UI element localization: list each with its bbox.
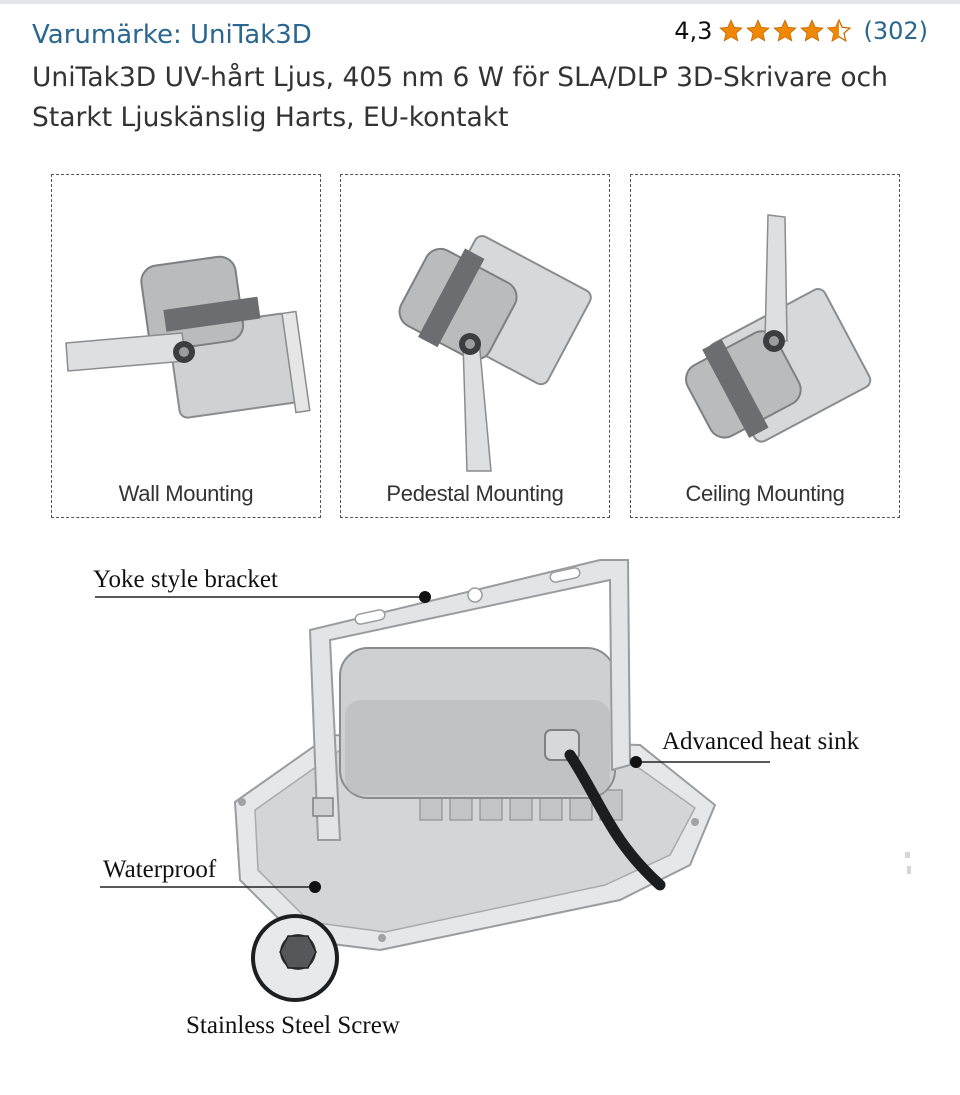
callout-yoke-bracket: Yoke style bracket xyxy=(93,566,278,593)
callout-waterproof: Waterproof xyxy=(103,856,217,883)
star-full-icon xyxy=(746,19,771,42)
pedestal-mounting-illustration xyxy=(398,235,592,472)
rating-count-link[interactable]: (302) xyxy=(863,17,928,45)
star-full-icon xyxy=(719,19,744,42)
rating-value: 4,3 xyxy=(674,17,713,45)
brand-link[interactable]: Varumärke: UniTak3D xyxy=(32,20,312,50)
callout-heat-sink: Advanced heat sink xyxy=(662,728,860,755)
panel-caption-pedestal: Pedestal Mounting xyxy=(386,481,564,506)
rating-summary[interactable]: 4,3 (302) xyxy=(674,17,928,45)
panel-caption-wall: Wall Mounting xyxy=(118,481,254,506)
wall-mounting-illustration xyxy=(65,255,311,419)
wall-mounting-panel: Wall Mounting xyxy=(51,174,321,518)
panel-caption-ceiling: Ceiling Mounting xyxy=(685,481,845,506)
product-feature-diagram: Yoke style bracket Advanced heat sink Wa… xyxy=(0,540,960,1091)
ceiling-mounting-illustration xyxy=(685,214,872,443)
star-half-icon xyxy=(827,18,852,43)
ceiling-mounting-panel: Ceiling Mounting xyxy=(630,174,900,518)
star-full-icon xyxy=(773,19,798,42)
callout-screw: Stainless Steel Screw xyxy=(186,1012,400,1039)
top-divider xyxy=(0,0,960,4)
star-rating[interactable] xyxy=(718,18,853,44)
product-title: UniTak3D UV-hårt Ljus, 405 nm 6 W för SL… xyxy=(32,62,888,133)
star-full-icon xyxy=(800,19,825,42)
uv-light-illustration xyxy=(95,559,911,1002)
pedestal-mounting-panel: Pedestal Mounting xyxy=(340,174,610,518)
